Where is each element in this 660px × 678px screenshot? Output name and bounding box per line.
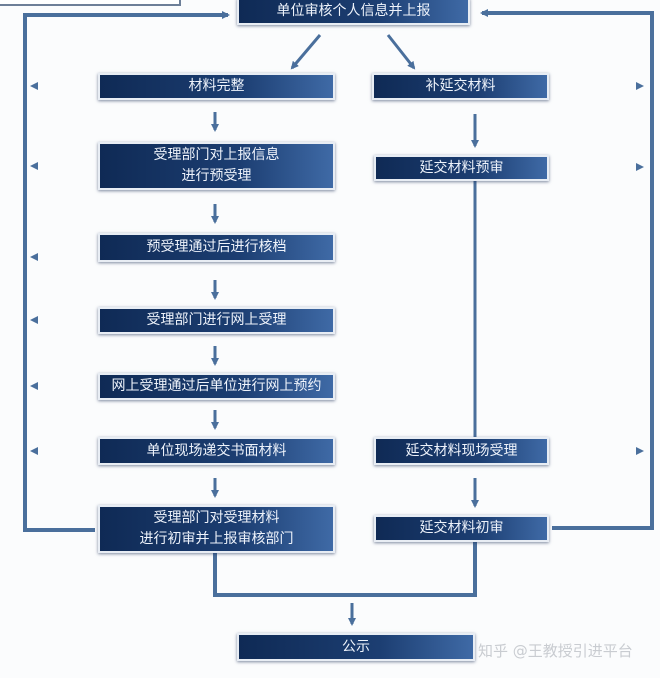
step-materials-complete: 材料完整 [98, 73, 335, 100]
step-submit-paper: 单位现场递交书面材料 [98, 437, 335, 465]
step-online-appointment: 网上受理通过后单位进行网上预约 [98, 373, 335, 400]
step-pre-acceptance: 受理部门对上报信息 进行预受理 [98, 142, 335, 190]
step-supplement-materials: 补延交材料 [372, 73, 549, 100]
left-loop-line [23, 11, 230, 532]
split-arrow-left [290, 34, 322, 70]
step-file-check: 预受理通过后进行核档 [98, 233, 335, 262]
step-unit-review: 单位审核个人信息并上报 [237, 0, 470, 25]
watermark: 知乎 @王教授引进平台 [478, 642, 633, 660]
step-late-initial-review: 延交材料初审 [374, 515, 549, 542]
right-loop-line [480, 9, 654, 530]
step-public-notice: 公示 [237, 633, 475, 661]
merge-line [213, 541, 477, 597]
step-late-pre-review: 延交材料预审 [374, 155, 549, 181]
step-late-onsite-acceptance: 延交材料现场受理 [374, 437, 549, 465]
step-online-acceptance: 受理部门进行网上受理 [98, 307, 335, 334]
step-initial-review: 受理部门对受理材料 进行初审并上报审核部门 [98, 505, 335, 553]
corner-fragment [0, 0, 181, 6]
split-arrow-right [386, 34, 416, 70]
